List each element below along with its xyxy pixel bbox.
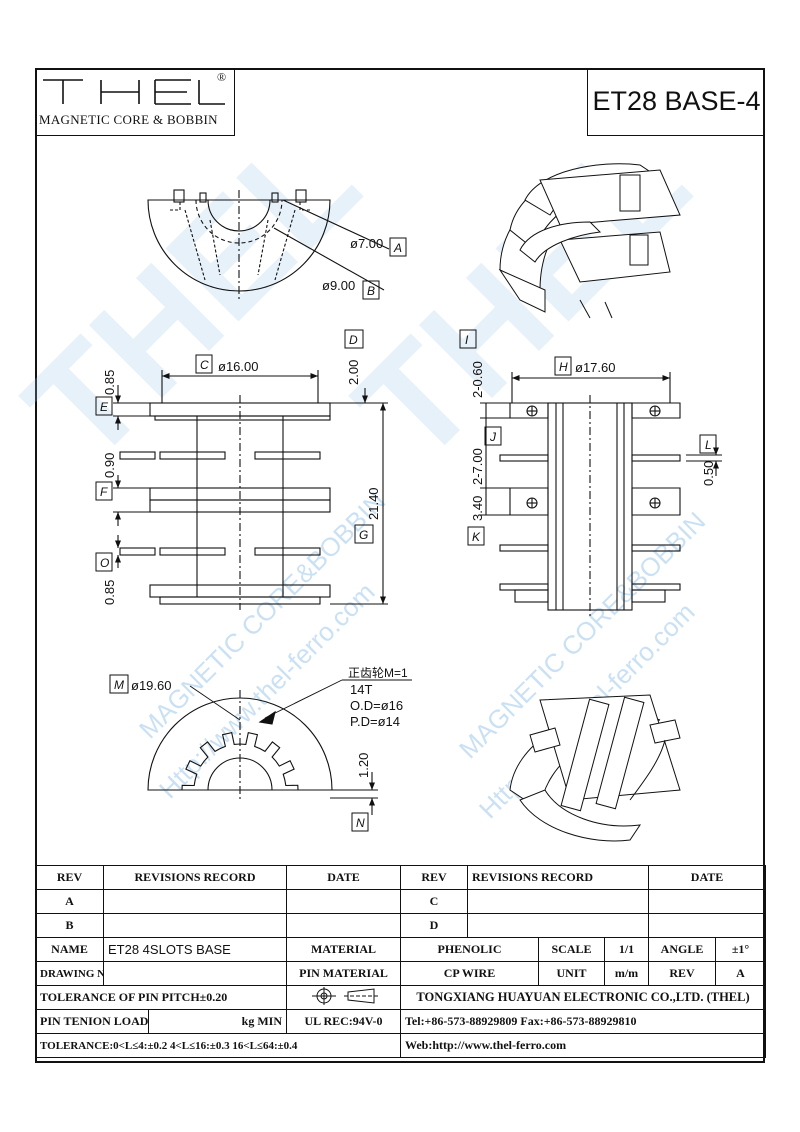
- date-header-2: DATE: [647, 865, 767, 890]
- side-view-labels: H ø17.60 I 2-0.60 J 2-7.00 3.40 K L 0.50: [459, 329, 717, 546]
- angle-label: ANGLE: [648, 937, 716, 962]
- tag-h: H: [559, 360, 568, 374]
- dim-val-l: 0.50: [701, 461, 716, 486]
- material-label: MATERIAL: [286, 937, 401, 962]
- isometric-view-top: [498, 163, 681, 319]
- tag-b: B: [367, 284, 375, 298]
- company-name: TONGXIANG HUAYUAN ELECTRONIC CO.,LTD. (T…: [399, 985, 767, 1010]
- dim-width-h: ø17.60: [575, 360, 615, 375]
- top-view: [147, 189, 390, 300]
- dim-dia-b: ø9.00: [322, 278, 355, 293]
- material-value: PHENOLIC: [400, 937, 539, 962]
- rev-header-2: REV: [400, 865, 468, 890]
- rev-b: B: [35, 913, 104, 938]
- scale-value: 1/1: [604, 937, 649, 962]
- tag-i: I: [465, 333, 469, 347]
- front-view: [113, 370, 388, 610]
- tolerance-note: TOLERANCE:0<L≤4:±0.2 4<L≤16:±0.3 16<L≤64…: [35, 1033, 401, 1058]
- scale-label: SCALE: [538, 937, 605, 962]
- rev-record-header: REVISIONS RECORD: [103, 865, 287, 890]
- gear-view-labels: M ø19.60 正齿轮M=1 14T O.D=ø16 P.D=ø14 1.20…: [109, 666, 408, 832]
- tag-m: M: [114, 678, 124, 692]
- dim-val-j: 2-7.00: [470, 448, 485, 485]
- angle-value: ±1°: [714, 937, 767, 962]
- tag-c: C: [200, 358, 209, 372]
- dim-val-e: 0.85: [102, 370, 117, 395]
- tag-j: J: [489, 430, 497, 444]
- tag-a: A: [393, 241, 402, 255]
- watermark-brand-left: THEL: [0, 97, 390, 493]
- pin-load-label: PIN TENION LOAD: [35, 1009, 149, 1034]
- dim-val-d: 2.00: [346, 360, 361, 385]
- thel-logo: [43, 79, 225, 105]
- dim-val-o: 0.85: [102, 580, 117, 605]
- drawing-title: ET28 BASE-4: [587, 68, 765, 136]
- tag-o: O: [100, 556, 109, 570]
- registered-mark: ®: [217, 70, 227, 84]
- gear-view: [147, 679, 412, 815]
- dim-width-c: ø16.00: [218, 359, 258, 374]
- dim-val-g: 21.40: [366, 487, 381, 520]
- logo-block: ® MAGNETIC CORE & BOBBIN: [35, 68, 235, 136]
- rev-c: C: [400, 889, 468, 914]
- tag-l: L: [705, 438, 712, 452]
- rev-a: A: [35, 889, 104, 914]
- rev-record-header-2: REVISIONS RECORD: [467, 865, 649, 890]
- gear-note-teeth: 14T: [350, 682, 372, 697]
- contact-web: Web:http://www.thel-ferro.com: [399, 1033, 767, 1058]
- top-view-labels: ø7.00 A ø9.00 B: [322, 236, 407, 300]
- tag-f: F: [100, 485, 108, 499]
- drawing-no-label: DRAWING NO: [35, 961, 104, 986]
- dim-dia-a: ø7.00: [350, 236, 383, 251]
- gear-note-spur: 正齿轮M=1: [348, 666, 408, 680]
- dim-val-i: 2-0.60: [470, 361, 485, 398]
- unit-value: m/m: [604, 961, 649, 986]
- pin-pitch-tolerance: TOLERANCE OF PIN PITCH±0.20: [35, 985, 287, 1010]
- projection-icon: [311, 986, 380, 1005]
- title-block: REV REVISIONS RECORD DATE REV REVISIONS …: [35, 865, 767, 1058]
- drawing-frame: [35, 68, 765, 1063]
- tag-k: K: [472, 530, 481, 544]
- tag-d: D: [349, 333, 358, 347]
- pin-material-label: PIN MATERIAL: [286, 961, 401, 986]
- front-view-labels: C ø16.00 D 2.00 0.85 E 0.90 F G 21.40 O …: [95, 329, 381, 605]
- logo-subtitle: MAGNETIC CORE & BOBBIN: [39, 112, 218, 127]
- name-value: ET28 4SLOTS BASE: [103, 937, 287, 962]
- tag-e: E: [100, 400, 109, 414]
- date-header: DATE: [286, 865, 401, 890]
- rev-header: REV: [35, 865, 104, 890]
- tag-n: N: [356, 816, 365, 830]
- rev-d: D: [400, 913, 468, 938]
- tag-g: G: [359, 528, 368, 542]
- pin-material-value: CP WIRE: [400, 961, 539, 986]
- dim-dia-m: ø19.60: [131, 678, 171, 693]
- dim-val-f: 0.90: [102, 453, 117, 478]
- dim-val-k: 3.40: [470, 496, 485, 521]
- gear-note-od: O.D=ø16: [350, 698, 403, 713]
- name-label: NAME: [35, 937, 104, 962]
- rev-label: REV: [648, 961, 716, 986]
- contact-phone: Tel:+86-573-88929809 Fax:+86-573-8892981…: [399, 1009, 767, 1034]
- rev-value: A: [714, 961, 767, 986]
- ul-rec: UL REC:94V-0: [286, 1009, 401, 1034]
- side-view: [480, 372, 722, 618]
- gear-note-pd: P.D=ø14: [350, 714, 400, 729]
- dim-val-n: 1.20: [356, 753, 371, 778]
- unit-label: UNIT: [538, 961, 605, 986]
- projection-symbol: [286, 985, 401, 1010]
- pin-load-unit: kg MIN: [148, 1009, 287, 1034]
- isometric-view-bottom: [509, 694, 681, 842]
